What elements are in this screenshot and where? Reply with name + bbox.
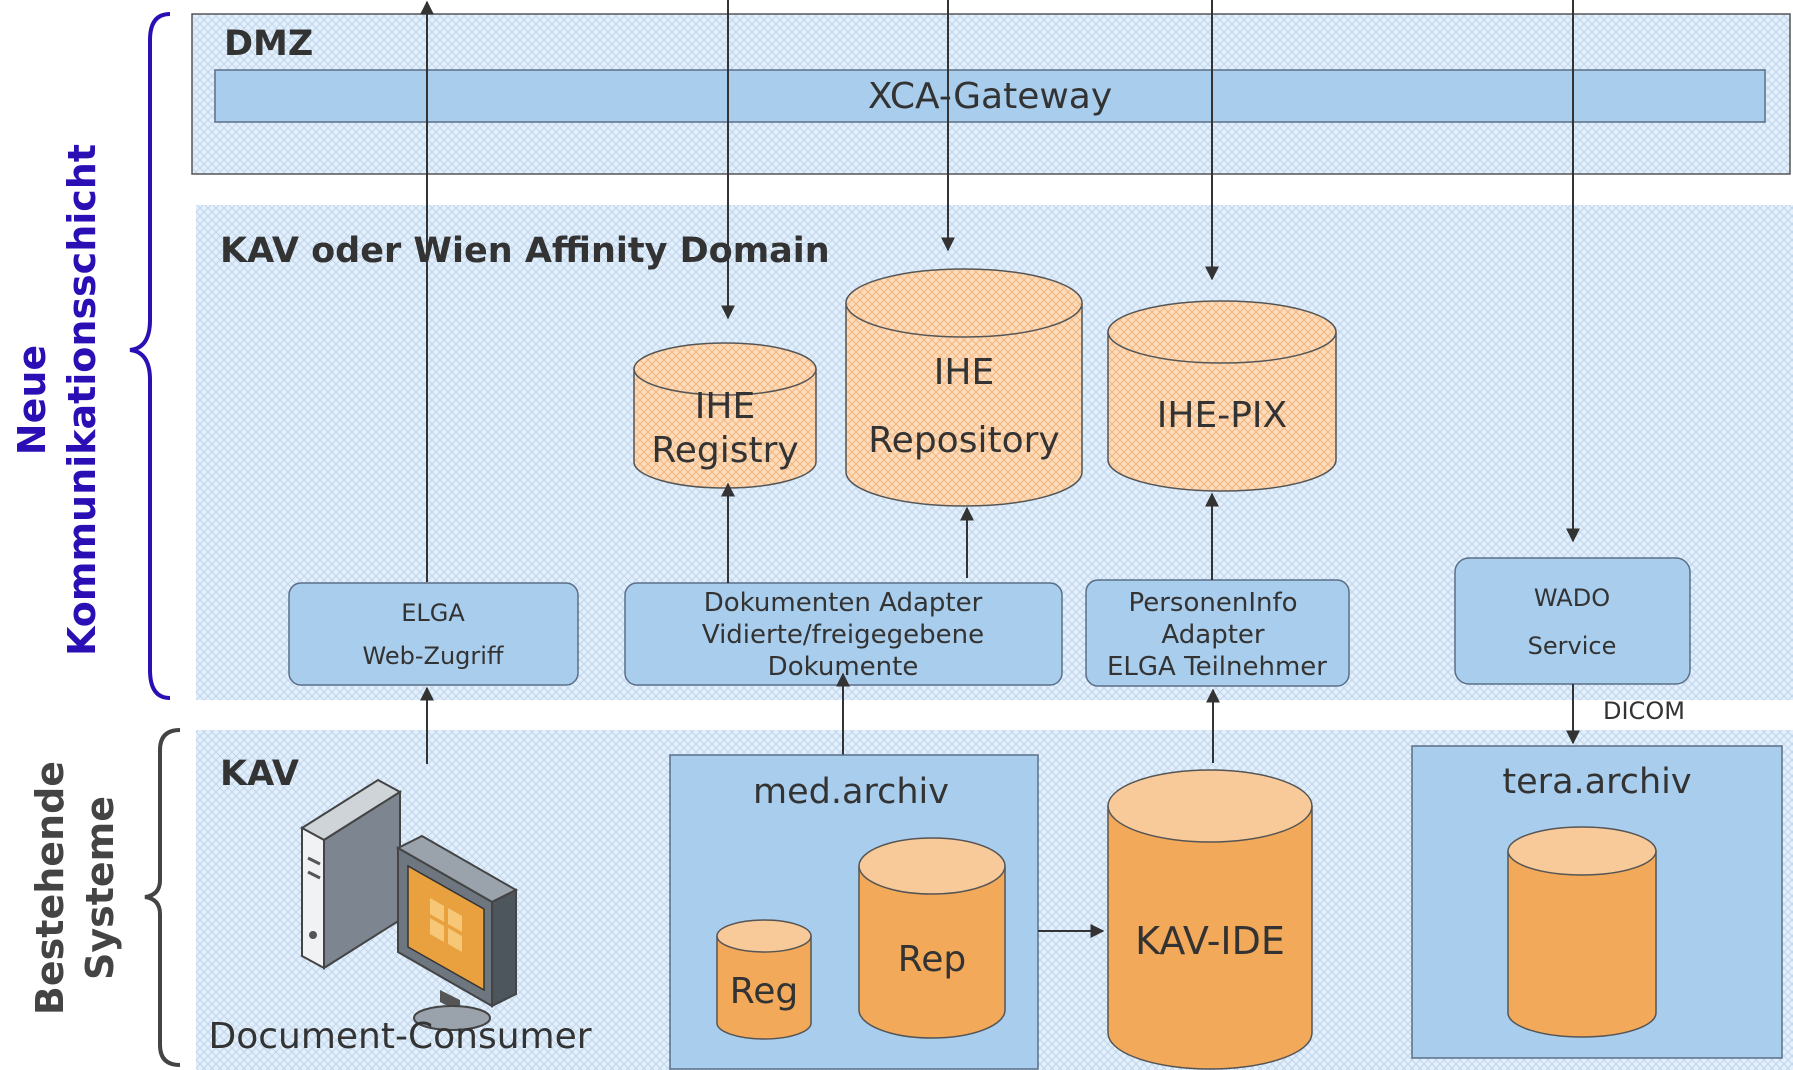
ihe-registry-label-2: Registry [651, 430, 798, 471]
med-archiv-title: med.archiv [753, 772, 949, 812]
kav-title: KAV [220, 754, 299, 794]
computer-icon [300, 778, 519, 1031]
ihe-repository-cylinder [845, 268, 1083, 507]
xca-gateway-box [214, 69, 1766, 123]
personen-adapter-box [1085, 579, 1350, 687]
kav-ide-label: KAV-IDE [1135, 919, 1285, 963]
side-label-lower-2: Systeme [78, 796, 122, 980]
tera-archiv-title: tera.archiv [1502, 762, 1691, 802]
xca-gateway-label: XCA-Gateway [868, 76, 1112, 117]
personen-adapter-label-3: ELGA Teilnehmer [1107, 652, 1327, 682]
elga-adapter-box [288, 582, 579, 686]
tera-archiv-cylinder [1507, 826, 1657, 1038]
dokumenten-adapter-label-2: Vidierte/freigegebene [702, 620, 984, 650]
dokumenten-adapter-label-1: Dokumenten Adapter [704, 588, 983, 618]
ihe-repository-label-1: IHE [934, 352, 994, 393]
reg-label: Reg [730, 971, 798, 1012]
wado-label-2: Service [1528, 632, 1617, 660]
dmz-title: DMZ [224, 24, 313, 64]
rep-label: Rep [898, 939, 966, 980]
wado-service-box [1454, 557, 1691, 685]
elga-adapter-label-1: ELGA [401, 599, 465, 627]
document-consumer-label: Document-Consumer [208, 1016, 591, 1057]
upper-brace [129, 12, 171, 700]
personen-adapter-label-2: Adapter [1161, 620, 1264, 650]
ihe-pix-label: IHE-PIX [1157, 395, 1287, 436]
dicom-label: DICOM [1603, 697, 1685, 725]
rep-cylinder [858, 837, 1006, 1039]
side-label-lower-1: Bestehende [28, 761, 72, 1015]
reg-cylinder [716, 919, 812, 1040]
ihe-registry-label-1: IHE [695, 386, 755, 427]
personen-adapter-label-1: PersonenInfo [1128, 588, 1297, 618]
ihe-pix-cylinder [1107, 300, 1337, 492]
side-label-upper-2: Kommunikationsschicht [60, 144, 104, 656]
kav-ide-cylinder [1107, 769, 1313, 1070]
ihe-repository-label-2: Repository [868, 420, 1059, 461]
elga-adapter-label-2: Web-Zugriff [363, 642, 504, 670]
wado-label-1: WADO [1534, 584, 1610, 612]
lower-brace [144, 728, 181, 1067]
side-label-upper-1: Neue [10, 345, 54, 455]
affinity-title: KAV oder Wien Affinity Domain [220, 231, 830, 271]
